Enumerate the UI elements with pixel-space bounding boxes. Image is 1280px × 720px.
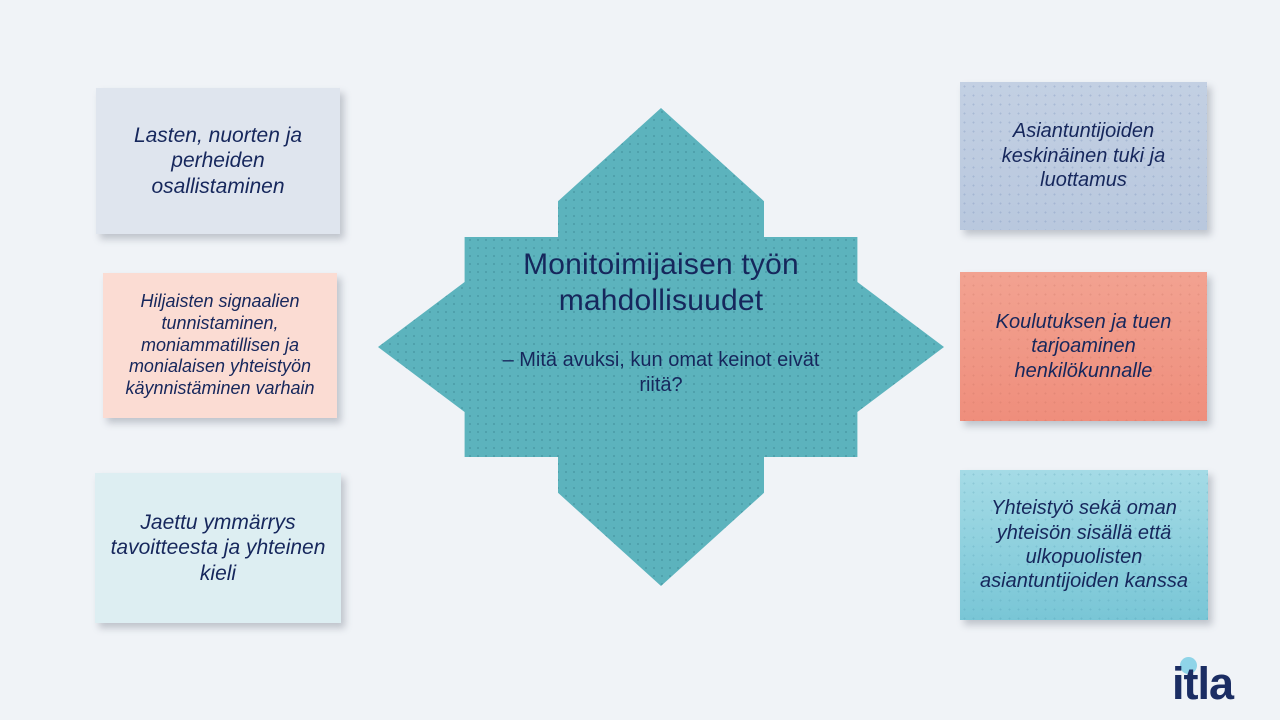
card-participation-label: Lasten, nuorten ja perheiden osallistami… <box>133 123 303 198</box>
card-weak-signals[interactable]: Hiljaisten signaalien tunnistaminen, mon… <box>103 273 337 418</box>
center-text-block: Monitoimijaisen työn mahdollisuudet – Mi… <box>480 247 842 399</box>
card-shared-understanding-label: Jaettu ymmärrys tavoitteesta ja yhteinen… <box>110 510 326 585</box>
card-training-support[interactable]: Koulutuksen ja tuen tarjoaminen henkilök… <box>960 272 1207 421</box>
card-training-support-label: Koulutuksen ja tuen tarjoaminen henkilök… <box>995 310 1172 382</box>
logo-wordmark: itla <box>1172 658 1234 709</box>
card-collaboration[interactable]: Yhteistyö sekä oman yhteisön sisällä ett… <box>960 470 1208 620</box>
logo-dot-icon <box>1180 657 1197 674</box>
card-collaboration-label: Yhteistyö sekä oman yhteisön sisällä ett… <box>980 497 1188 593</box>
center-subtitle: – Mitä avuksi, kun omat keinot eivät rii… <box>502 348 820 397</box>
card-shared-understanding[interactable]: Jaettu ymmärrys tavoitteesta ja yhteinen… <box>95 473 341 623</box>
card-participation[interactable]: Lasten, nuorten ja perheiden osallistami… <box>96 88 340 234</box>
card-mutual-trust-label: Asiantuntijoiden keskinäinen tuki ja luo… <box>1001 120 1166 192</box>
card-mutual-trust[interactable]: Asiantuntijoiden keskinäinen tuki ja luo… <box>960 82 1207 230</box>
card-weak-signals-label: Hiljaisten signaalien tunnistaminen, mon… <box>125 290 315 399</box>
center-title: Monitoimijaisen työn mahdollisuudet <box>523 247 799 318</box>
itla-logo: itla <box>1172 655 1268 707</box>
center-four-way-arrow: Monitoimijaisen työn mahdollisuudet – Mi… <box>378 108 944 586</box>
